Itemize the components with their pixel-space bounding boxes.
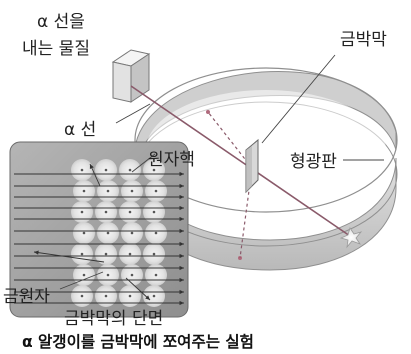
nucleus-label: 원자핵 xyxy=(148,150,195,170)
alpha-path-arrowhead xyxy=(179,277,184,283)
atomic-nucleus xyxy=(152,210,156,214)
atomic-nucleus xyxy=(152,294,156,298)
screen-flash xyxy=(339,227,363,249)
atomic-nucleus xyxy=(106,231,110,235)
source-label-line2: 내는 물질 xyxy=(22,39,90,59)
alpha-path-arrowhead xyxy=(179,194,184,200)
atomic-nucleus xyxy=(106,273,110,277)
gold-foil-cross-section xyxy=(9,141,189,318)
alpha-path-arrowhead xyxy=(179,171,184,177)
atomic-nucleus xyxy=(152,252,156,256)
alpha-path-arrowhead xyxy=(179,216,184,222)
atomic-nucleus xyxy=(80,294,84,298)
atomic-nucleus xyxy=(130,273,134,277)
atomic-nucleus xyxy=(82,273,86,277)
alpha-particle-paths xyxy=(14,163,184,306)
atomic-nucleus xyxy=(154,189,158,193)
gold-foil-plate xyxy=(245,138,259,194)
atomic-nucleus xyxy=(152,168,156,172)
fluorescent-screen-ring xyxy=(134,67,398,271)
gold-atom-grid xyxy=(71,159,167,307)
foil-section-label: 금박막의 단면 xyxy=(64,309,163,329)
atomic-nucleus xyxy=(128,168,132,172)
gold-atom-label: 금원자 xyxy=(3,287,50,307)
atomic-nucleus xyxy=(154,273,158,277)
alpha-ray-beam xyxy=(130,85,351,259)
alpha-path-arrowhead xyxy=(179,289,184,295)
atomic-nucleus xyxy=(104,252,108,256)
alpha-ray-label: α 선 xyxy=(64,120,96,140)
alpha-path-arrowhead xyxy=(179,228,184,234)
scatter-mark-top xyxy=(206,110,210,114)
alpha-path-arrowhead xyxy=(179,205,184,211)
source-label-line1: α 선을 xyxy=(37,12,85,32)
leader-lines xyxy=(59,54,384,290)
figure-caption: α 알갱이를 금박막에 쪼여주는 실험 xyxy=(22,332,254,351)
atomic-nucleus xyxy=(130,189,134,193)
atomic-nucleus xyxy=(128,252,132,256)
alpha-path-arrowhead xyxy=(179,300,184,306)
atomic-nucleus xyxy=(130,231,134,235)
atomic-nucleus xyxy=(104,294,108,298)
atomic-nucleus xyxy=(104,210,108,214)
alpha-path-line xyxy=(125,277,151,301)
atomic-nucleus xyxy=(106,189,110,193)
fluorescent-screen-label: 형광판 xyxy=(290,152,337,172)
alpha-path-arrowhead xyxy=(145,295,150,300)
atomic-nucleus xyxy=(80,168,84,172)
atomic-nucleus xyxy=(82,189,86,193)
alpha-path-arrowhead xyxy=(179,265,184,271)
gold-foil-label: 금박막 xyxy=(340,30,387,50)
atomic-nucleus xyxy=(154,231,158,235)
alpha-path-arrowhead xyxy=(89,164,94,169)
alpha-path-arrowhead xyxy=(179,253,184,259)
atomic-nucleus xyxy=(128,210,132,214)
atomic-nucleus xyxy=(80,252,84,256)
alpha-source-box xyxy=(111,49,151,103)
alpha-path-arrowhead xyxy=(179,183,184,189)
alpha-path-line xyxy=(33,251,105,263)
alpha-path-arrowhead xyxy=(179,241,184,247)
atomic-nucleus xyxy=(104,168,108,172)
atomic-nucleus xyxy=(80,210,84,214)
alpha-path-arrowhead xyxy=(34,250,39,255)
atomic-nucleus xyxy=(128,294,132,298)
atomic-nucleus xyxy=(82,231,86,235)
